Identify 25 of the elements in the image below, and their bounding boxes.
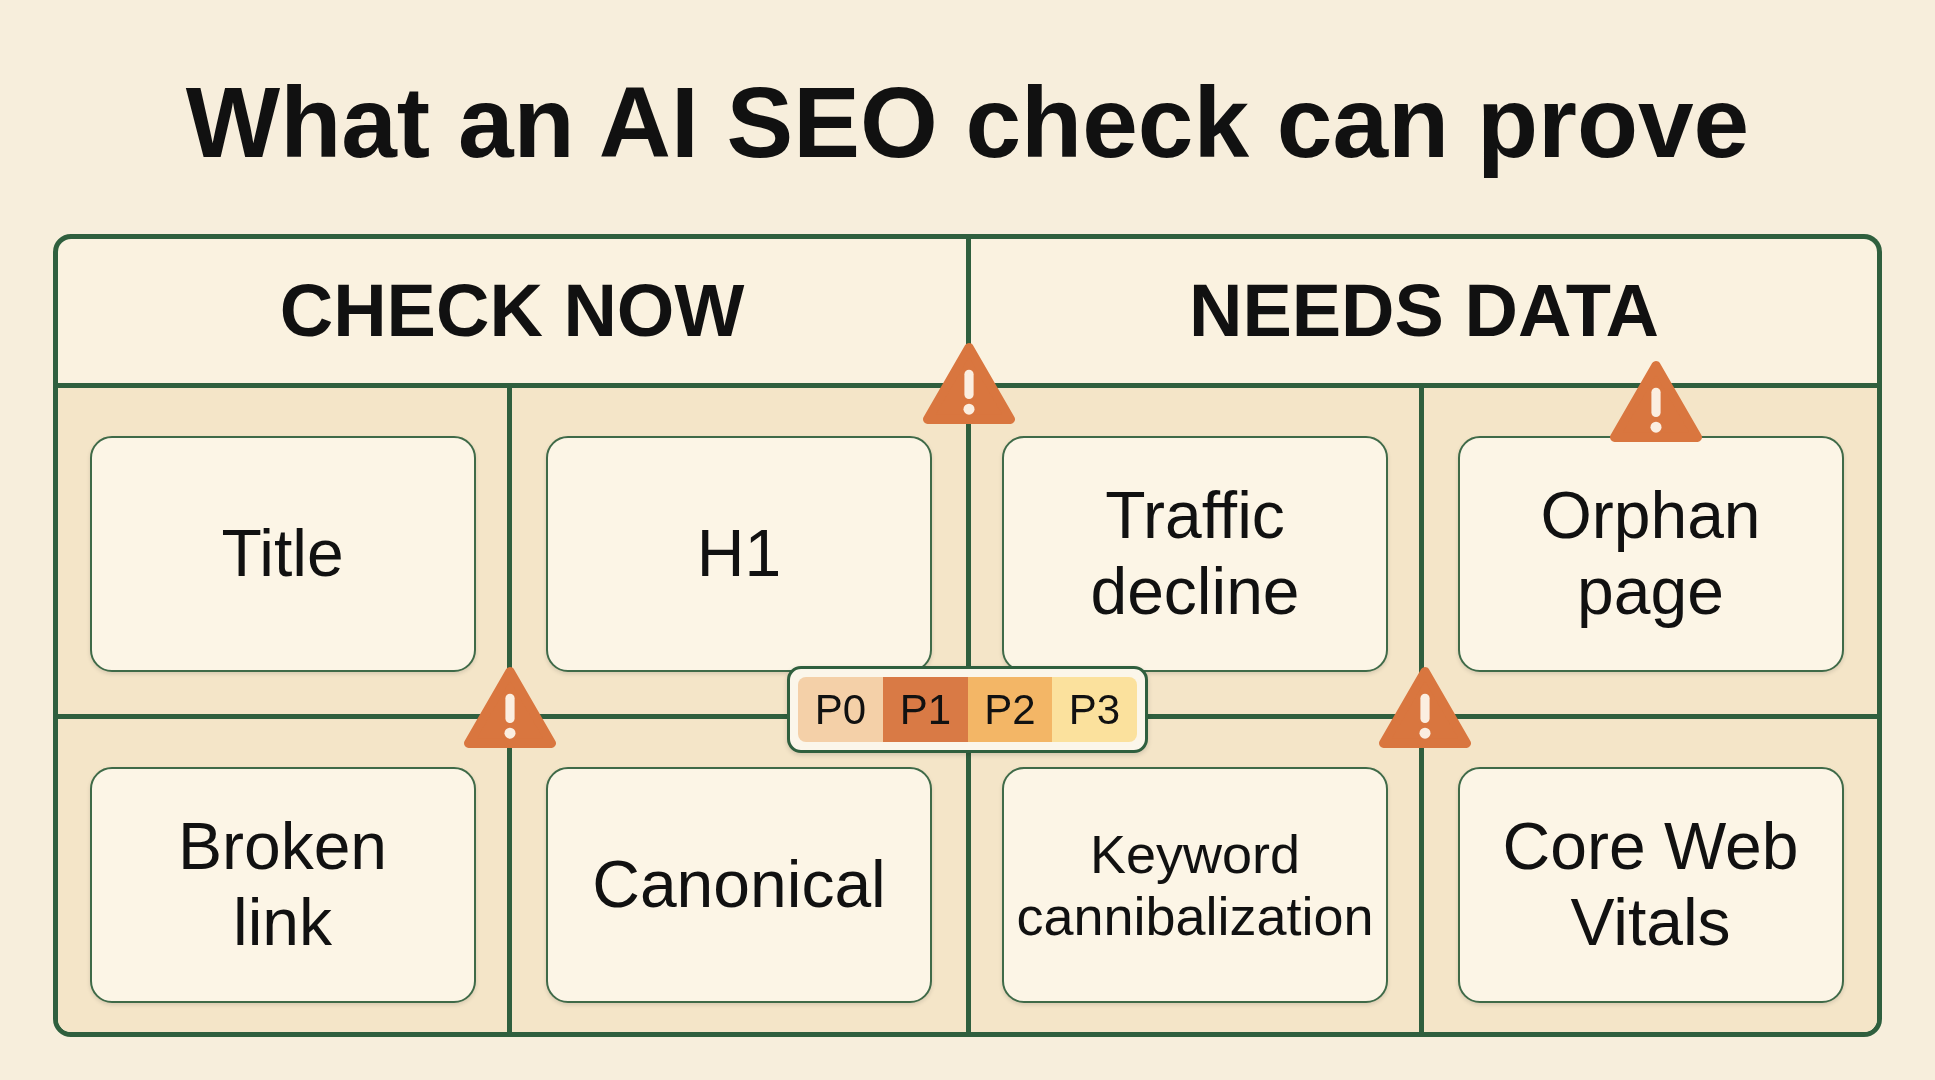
check-card bbox=[546, 767, 932, 1003]
card-label: Core Web Vitals bbox=[1501, 809, 1800, 961]
diagram-title: What an AI SEO check can prove bbox=[185, 65, 1750, 180]
card-label: Title bbox=[221, 516, 344, 592]
column-heading: NEEDS DATA bbox=[1188, 267, 1660, 354]
card-label: H1 bbox=[696, 516, 782, 592]
card-label: Canonical bbox=[592, 847, 886, 923]
column-panel bbox=[53, 234, 971, 1037]
check-card bbox=[1002, 767, 1388, 1003]
check-card bbox=[546, 436, 932, 672]
card-label: Broken link bbox=[176, 809, 389, 961]
check-card bbox=[1002, 436, 1388, 672]
priority-chip: P3 bbox=[1052, 677, 1137, 742]
priority-chip: P0 bbox=[798, 677, 883, 742]
card-label: Orphan page bbox=[1539, 478, 1762, 630]
priority-chip: P2 bbox=[968, 677, 1052, 742]
check-card bbox=[89, 767, 476, 1003]
column-heading: CHECK NOW bbox=[279, 267, 745, 354]
check-card bbox=[1457, 436, 1844, 672]
check-card bbox=[1457, 767, 1844, 1003]
card-label: Traffic decline bbox=[1089, 478, 1301, 630]
check-card bbox=[89, 436, 476, 672]
card-label: Keyword cannibalization bbox=[1015, 822, 1375, 948]
priority-chip: P1 bbox=[883, 677, 968, 742]
column-panel bbox=[971, 234, 1882, 1037]
